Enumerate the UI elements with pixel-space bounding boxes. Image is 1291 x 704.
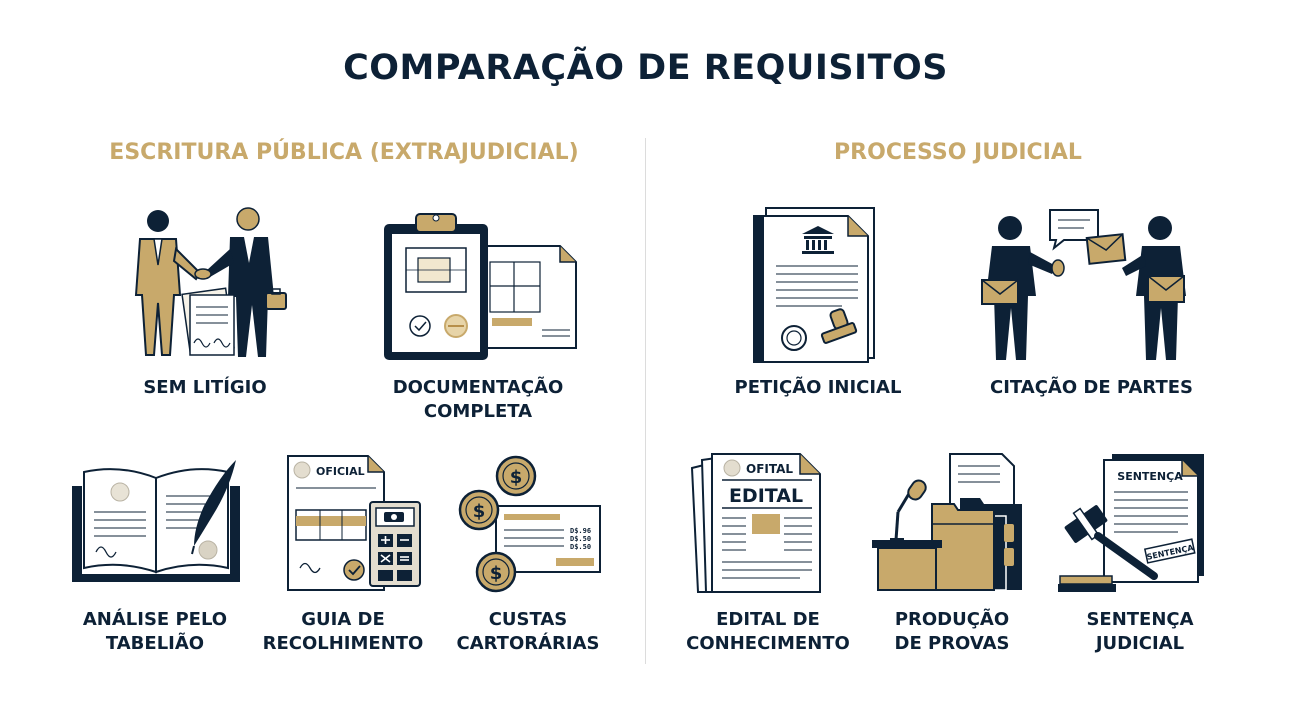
section-heading-extrajudicial: ESCRITURA PÚBLICA (EXTRAJUDICIAL) xyxy=(109,140,579,165)
svg-text:$: $ xyxy=(473,501,486,522)
label-documentacao-completa: DOCUMENTAÇÃO COMPLETA xyxy=(392,377,564,422)
coin-icon: $ xyxy=(475,551,517,593)
page-title: COMPARAÇÃO DE REQUISITOS xyxy=(343,48,948,88)
coins-invoice-icon: D$.96 D$.50 D$.50 $ $ $ xyxy=(458,455,601,593)
amount-2: D$.50 xyxy=(570,535,591,543)
label-analise-tabeliao: ANÁLISE PELO TABELIÃO xyxy=(82,609,228,654)
open-book-quill-icon xyxy=(72,460,240,582)
gavel-sentence-icon: SENTENÇA SENTENÇA xyxy=(1058,454,1204,592)
amount-3: D$.50 xyxy=(570,543,591,551)
petition-document-icon xyxy=(753,207,875,363)
amount-1: D$.96 xyxy=(570,527,591,535)
clipboard-documents-icon xyxy=(384,213,577,360)
section-heading-judicial: PROCESSO JUDICIAL xyxy=(834,140,1082,165)
label-peticao-inicial: PETIÇÃO INICIAL xyxy=(734,377,902,398)
label-guia-recolhimento: GUIA DE RECOLHIMENTO xyxy=(262,609,424,654)
edital-tag-text: OFITAL xyxy=(746,462,793,476)
label-producao-provas: PRODUÇÃO DE PROVAS xyxy=(894,609,1010,654)
handshake-icon xyxy=(134,207,287,357)
receipt-calculator-icon: OFICIAL xyxy=(287,455,421,591)
label-sentenca-judicial: SENTENÇA JUDICIAL xyxy=(1086,609,1194,654)
microphone-folders-icon xyxy=(872,453,1022,591)
people-envelopes-icon xyxy=(981,209,1186,360)
label-citacao-partes: CITAÇÃO DE PARTES xyxy=(990,377,1193,398)
coin-icon: $ xyxy=(495,455,537,497)
sentenca-doc-title: SENTENÇA xyxy=(1117,470,1183,483)
label-sem-litigio: SEM LITÍGIO xyxy=(143,377,267,398)
newspaper-edict-icon: OFITAL EDITAL xyxy=(690,453,821,593)
svg-text:$: $ xyxy=(490,563,503,584)
label-edital-conhecimento: EDITAL DE CONHECIMENTO xyxy=(686,609,850,654)
doc-tag-text: OFICIAL xyxy=(316,465,365,478)
section-divider xyxy=(645,138,646,664)
coin-icon: $ xyxy=(458,489,500,531)
label-custas-cartorarias: CUSTAS CARTORÁRIAS xyxy=(456,609,600,654)
edital-headline-text: EDITAL xyxy=(729,485,803,507)
svg-text:$: $ xyxy=(510,467,523,488)
